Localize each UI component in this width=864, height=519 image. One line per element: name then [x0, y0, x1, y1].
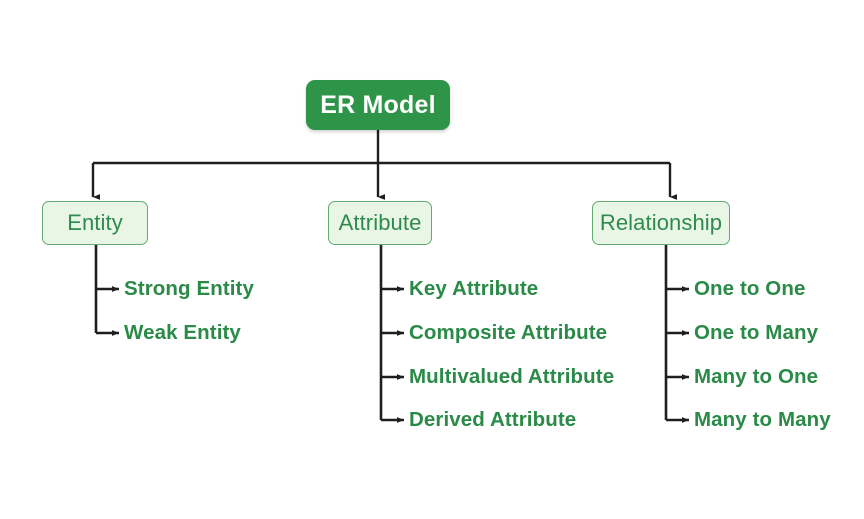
- leaf-strong-entity[interactable]: Strong Entity: [124, 276, 254, 300]
- leaf-key-attribute[interactable]: Key Attribute: [409, 276, 539, 300]
- node-label-er-model: ER Model: [320, 90, 436, 119]
- leaf-one-to-one[interactable]: One to One: [694, 276, 806, 300]
- leaf-multivalued-attribute[interactable]: Multivalued Attribute: [409, 364, 615, 388]
- leaf-one-to-many[interactable]: One to Many: [694, 320, 819, 344]
- node-relationship[interactable]: Relationship: [592, 201, 730, 245]
- node-label-relationship: Relationship: [599, 210, 723, 235]
- node-attribute[interactable]: Attribute: [328, 201, 432, 245]
- leaf-composite-attribute[interactable]: Composite Attribute: [409, 320, 608, 344]
- leaf-many-to-one[interactable]: Many to One: [694, 364, 819, 388]
- node-label-attribute: Attribute: [338, 210, 422, 235]
- node-label-entity: Entity: [67, 210, 123, 235]
- leaf-many-to-many[interactable]: Many to Many: [694, 407, 831, 431]
- leaf-weak-entity[interactable]: Weak Entity: [124, 320, 241, 344]
- node-er-model[interactable]: ER Model: [306, 80, 450, 130]
- node-entity[interactable]: Entity: [42, 201, 148, 245]
- leaf-derived-attribute[interactable]: Derived Attribute: [409, 407, 577, 431]
